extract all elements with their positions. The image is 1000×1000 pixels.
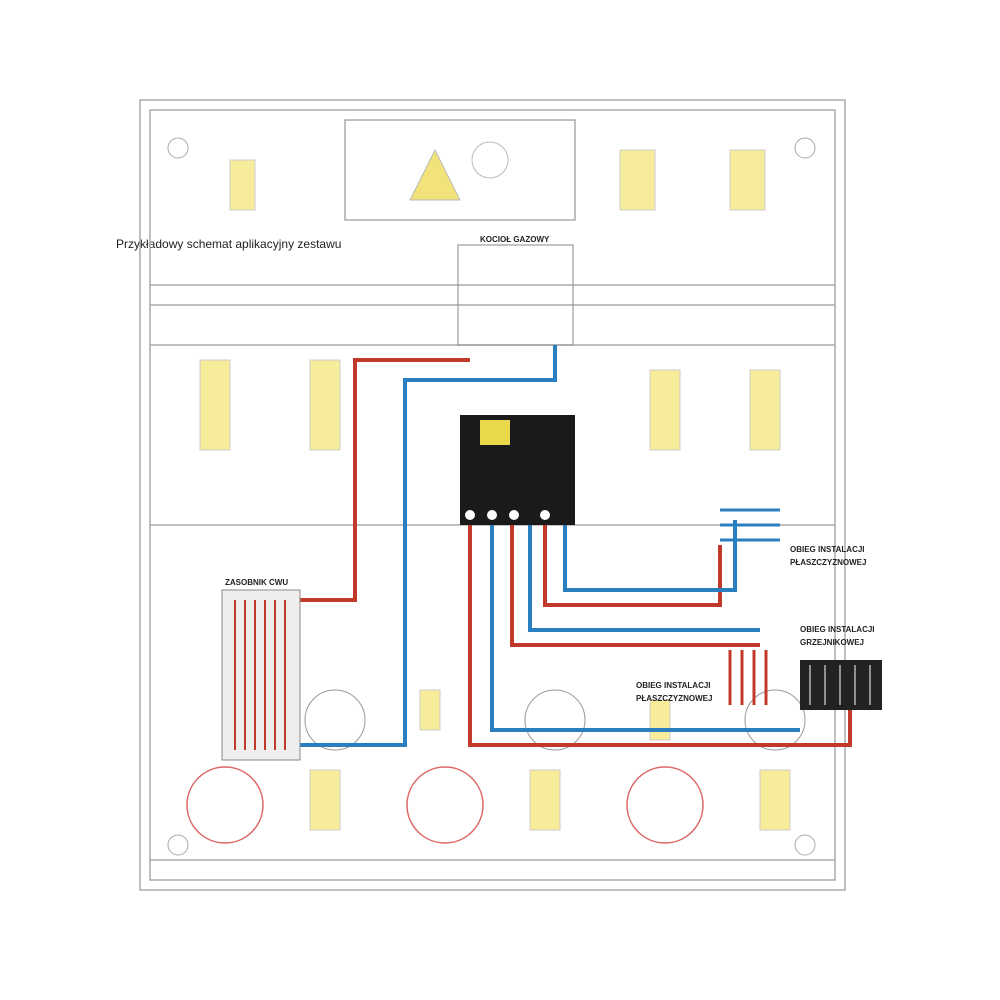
radiator [800, 660, 882, 710]
floor-circuit-1-label: OBIEG INSTALACJI [790, 545, 865, 554]
tank-coil [234, 600, 286, 750]
return-pipes [300, 345, 800, 747]
warning-triangle-icon [409, 141, 509, 201]
controller-module [460, 415, 575, 525]
cabinet-frame [139, 99, 846, 891]
supply-pipes [300, 358, 852, 747]
floor-manifold-2 [728, 650, 768, 705]
fittings [199, 149, 791, 831]
boiler [457, 244, 574, 346]
hot-water-tank [221, 589, 301, 761]
radiator-circuit-label-2: GRZEJNIKOWEJ [800, 638, 864, 647]
radiator-fins [809, 665, 871, 705]
tank-label: ZASOBNIK CWU [225, 578, 288, 587]
boiler-label: KOCIOŁ GAZOWY [480, 235, 550, 244]
floor-circuit-1-label-2: PŁASZCZYZNOWEJ [790, 558, 866, 567]
floor-circuit-2-label-2: PŁASZCZYZNOWEJ [636, 694, 712, 703]
controller-outlets [465, 510, 550, 520]
controller-display [480, 420, 510, 445]
valves [304, 689, 806, 751]
diagram-title: Przykładowy schemat aplikacyjny zestawu [116, 237, 342, 251]
pumps [186, 766, 704, 844]
floor-circuit-2-label: OBIEG INSTALACJI [636, 681, 711, 690]
mounting-holes [167, 137, 816, 856]
radiator-circuit-label: OBIEG INSTALACJI [800, 625, 875, 634]
floor-manifold-1 [720, 508, 780, 542]
